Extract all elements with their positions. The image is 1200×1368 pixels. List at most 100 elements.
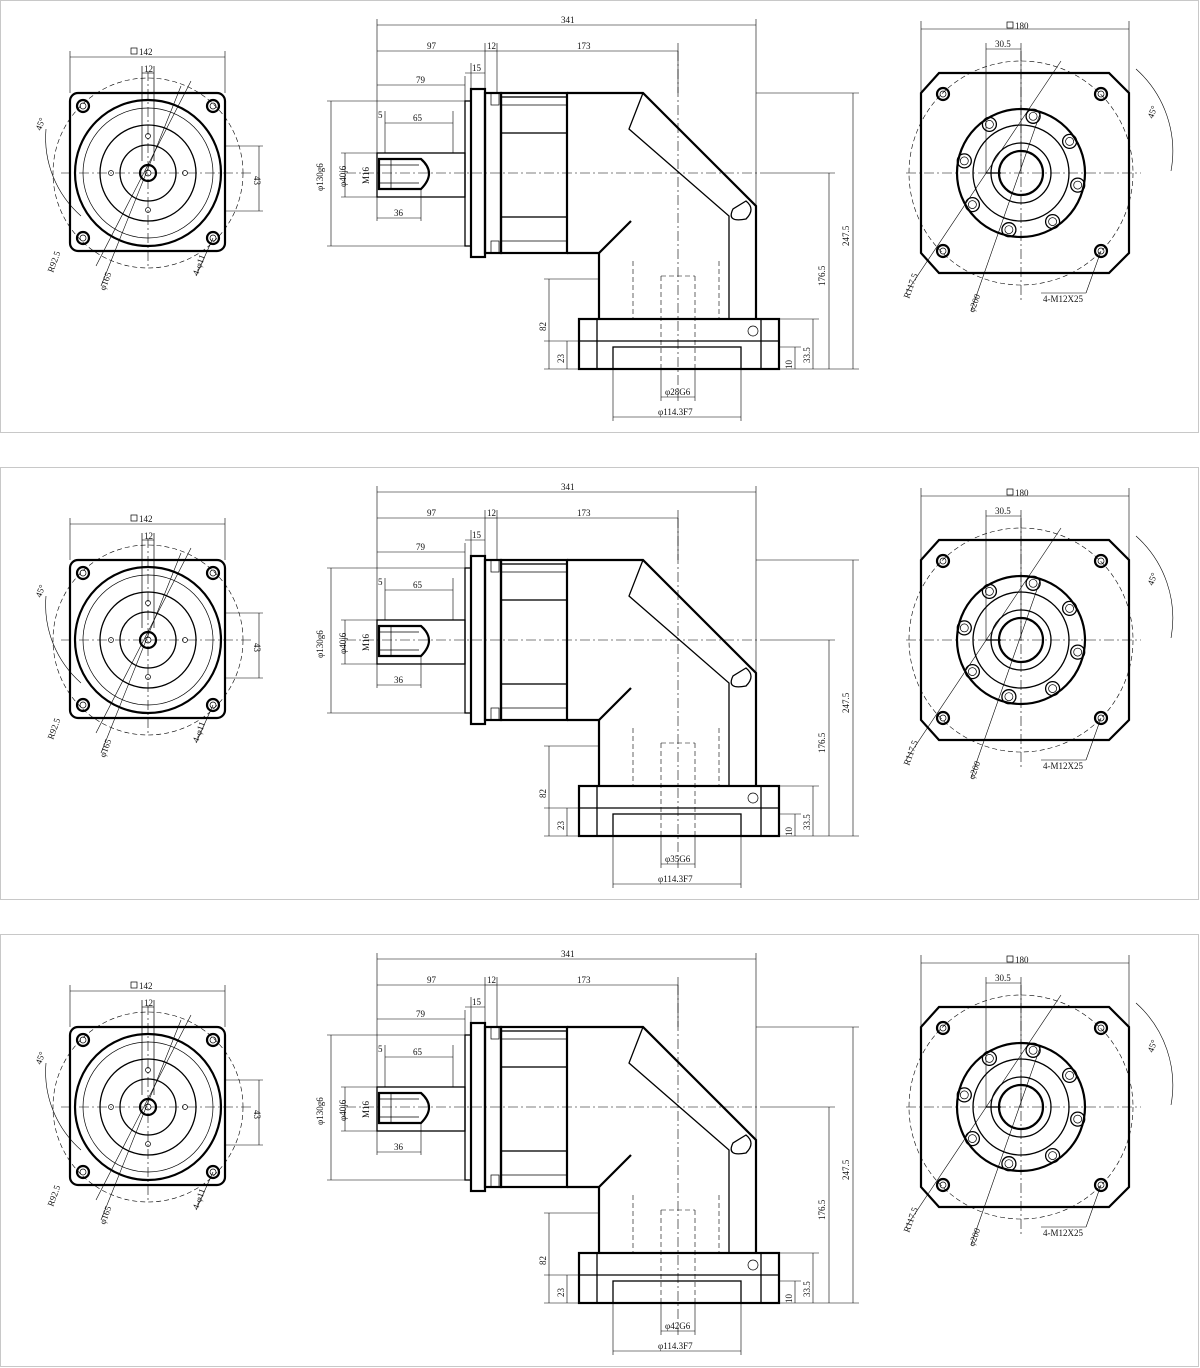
mounting-hole-inner bbox=[1097, 714, 1105, 722]
height-33-label: 33.5 bbox=[802, 814, 812, 830]
square-dimension-label: 180 bbox=[1015, 21, 1029, 31]
overall-length-label: 341 bbox=[561, 15, 575, 25]
bolt-hole-outer bbox=[1070, 644, 1086, 660]
bolt-hole-inner bbox=[1048, 684, 1057, 693]
angle-arc bbox=[1135, 535, 1174, 639]
mounting-hole bbox=[1093, 1020, 1109, 1036]
bolt-hole-inner bbox=[1004, 225, 1014, 235]
height-23-label: 23 bbox=[556, 1288, 566, 1298]
elbow-bulge bbox=[730, 1134, 752, 1155]
pcd-label: φ165 bbox=[97, 737, 113, 758]
dimension-97-label: 97 bbox=[427, 41, 437, 51]
holes-leader bbox=[195, 1171, 214, 1211]
adapter-lip bbox=[490, 1174, 500, 1188]
mounting-hole-inner bbox=[939, 714, 947, 722]
angle-arc bbox=[45, 128, 82, 217]
angle-arc bbox=[45, 595, 82, 684]
shaft-end bbox=[377, 157, 431, 191]
offset-label: 43 bbox=[252, 643, 262, 653]
square-symbol bbox=[1006, 955, 1014, 963]
square-dimension-label: 180 bbox=[1015, 955, 1029, 965]
mounting-hole-inner bbox=[939, 1181, 947, 1189]
dimension-5-label: 5 bbox=[378, 577, 383, 587]
bolt-hole-inner bbox=[968, 1134, 977, 1143]
bolt-hole bbox=[108, 170, 114, 176]
overall-length-label: 341 bbox=[561, 949, 575, 959]
height-176-label: 176.5 bbox=[817, 265, 827, 286]
width-label: 30.5 bbox=[995, 39, 1011, 49]
angle-label: 45° bbox=[33, 116, 47, 132]
mounting-hole bbox=[935, 86, 951, 102]
radius-label: R92.5 bbox=[45, 249, 62, 273]
pcd-label: φ165 bbox=[97, 1204, 113, 1225]
overall-length-label: 341 bbox=[561, 482, 575, 492]
bolt-hole-inner bbox=[968, 667, 977, 676]
spigot-diameter-label: φ114.3F7 bbox=[658, 874, 693, 884]
radius-leader bbox=[905, 994, 1062, 1228]
pcd-circle bbox=[908, 60, 1134, 286]
bolt-hole-outer bbox=[964, 196, 981, 213]
bolt-hole-outer bbox=[1061, 1067, 1078, 1084]
bolt-hole-inner bbox=[1073, 647, 1083, 657]
input-flange-square bbox=[68, 1025, 227, 1187]
dimension-65-label: 65 bbox=[413, 580, 423, 590]
thread-label: M16 bbox=[361, 166, 371, 184]
elbow-face bbox=[628, 92, 730, 319]
radius-leader bbox=[905, 60, 1062, 294]
bolt-hole-inner bbox=[959, 156, 969, 166]
shaft-end bbox=[377, 624, 431, 658]
height-10-label: 10 bbox=[784, 1294, 794, 1304]
pcd-label: φ165 bbox=[97, 270, 113, 291]
bolt-hole bbox=[145, 674, 151, 680]
mounting-hole bbox=[1093, 86, 1109, 102]
bolt-hole-outer bbox=[956, 620, 972, 636]
bolt-hole-inner bbox=[1048, 217, 1057, 226]
pcd-circle bbox=[908, 527, 1134, 753]
bolt-hole bbox=[108, 1104, 114, 1110]
mounting-hole bbox=[75, 1164, 91, 1180]
bore-diameter-label: φ35G6 bbox=[665, 854, 691, 864]
bolt-hole-inner bbox=[1048, 1151, 1057, 1160]
mounting-hole-inner bbox=[939, 1024, 947, 1032]
height-82-label: 82 bbox=[538, 1256, 548, 1265]
radius-label: R117.5 bbox=[901, 738, 919, 766]
holes-label: 4-M12X25 bbox=[1043, 294, 1083, 304]
square-dimension-label: 142 bbox=[139, 47, 153, 57]
mounting-hole bbox=[205, 1164, 221, 1180]
holes-leader bbox=[195, 704, 214, 744]
mounting-hole bbox=[205, 1032, 221, 1048]
bolt-hole bbox=[108, 637, 114, 643]
height-10-label: 10 bbox=[784, 827, 794, 837]
bolt-hole-inner bbox=[1065, 604, 1074, 613]
base-inner bbox=[596, 785, 762, 837]
elbow-bulge bbox=[730, 667, 752, 688]
output-base bbox=[577, 784, 781, 838]
dimension-97-label: 97 bbox=[427, 975, 437, 985]
bolt-hole-inner bbox=[959, 1090, 969, 1100]
base-hole bbox=[747, 792, 759, 804]
mounting-hole bbox=[75, 230, 91, 246]
mounting-hole bbox=[205, 230, 221, 246]
pcd-leader bbox=[100, 85, 182, 287]
dimension-12-label: 12 bbox=[487, 975, 496, 985]
spigot-diameter-label: φ114.3F7 bbox=[658, 407, 693, 417]
mounting-hole bbox=[935, 1177, 951, 1193]
bolt-hole-outer bbox=[1070, 1111, 1086, 1127]
mounting-hole-inner bbox=[939, 90, 947, 98]
mounting-hole bbox=[935, 243, 951, 259]
pcd-label: φ200 bbox=[966, 292, 982, 313]
shaft-diameter-label: φ40j6 bbox=[338, 632, 348, 654]
holes-label: 4-M12X25 bbox=[1043, 1228, 1083, 1238]
mounting-hole-inner bbox=[79, 1168, 87, 1176]
height-247-label: 247.5 bbox=[841, 1159, 851, 1180]
adapter-lip bbox=[490, 240, 500, 254]
bolt-hole bbox=[145, 207, 151, 213]
mounting-hole-inner bbox=[79, 234, 87, 242]
